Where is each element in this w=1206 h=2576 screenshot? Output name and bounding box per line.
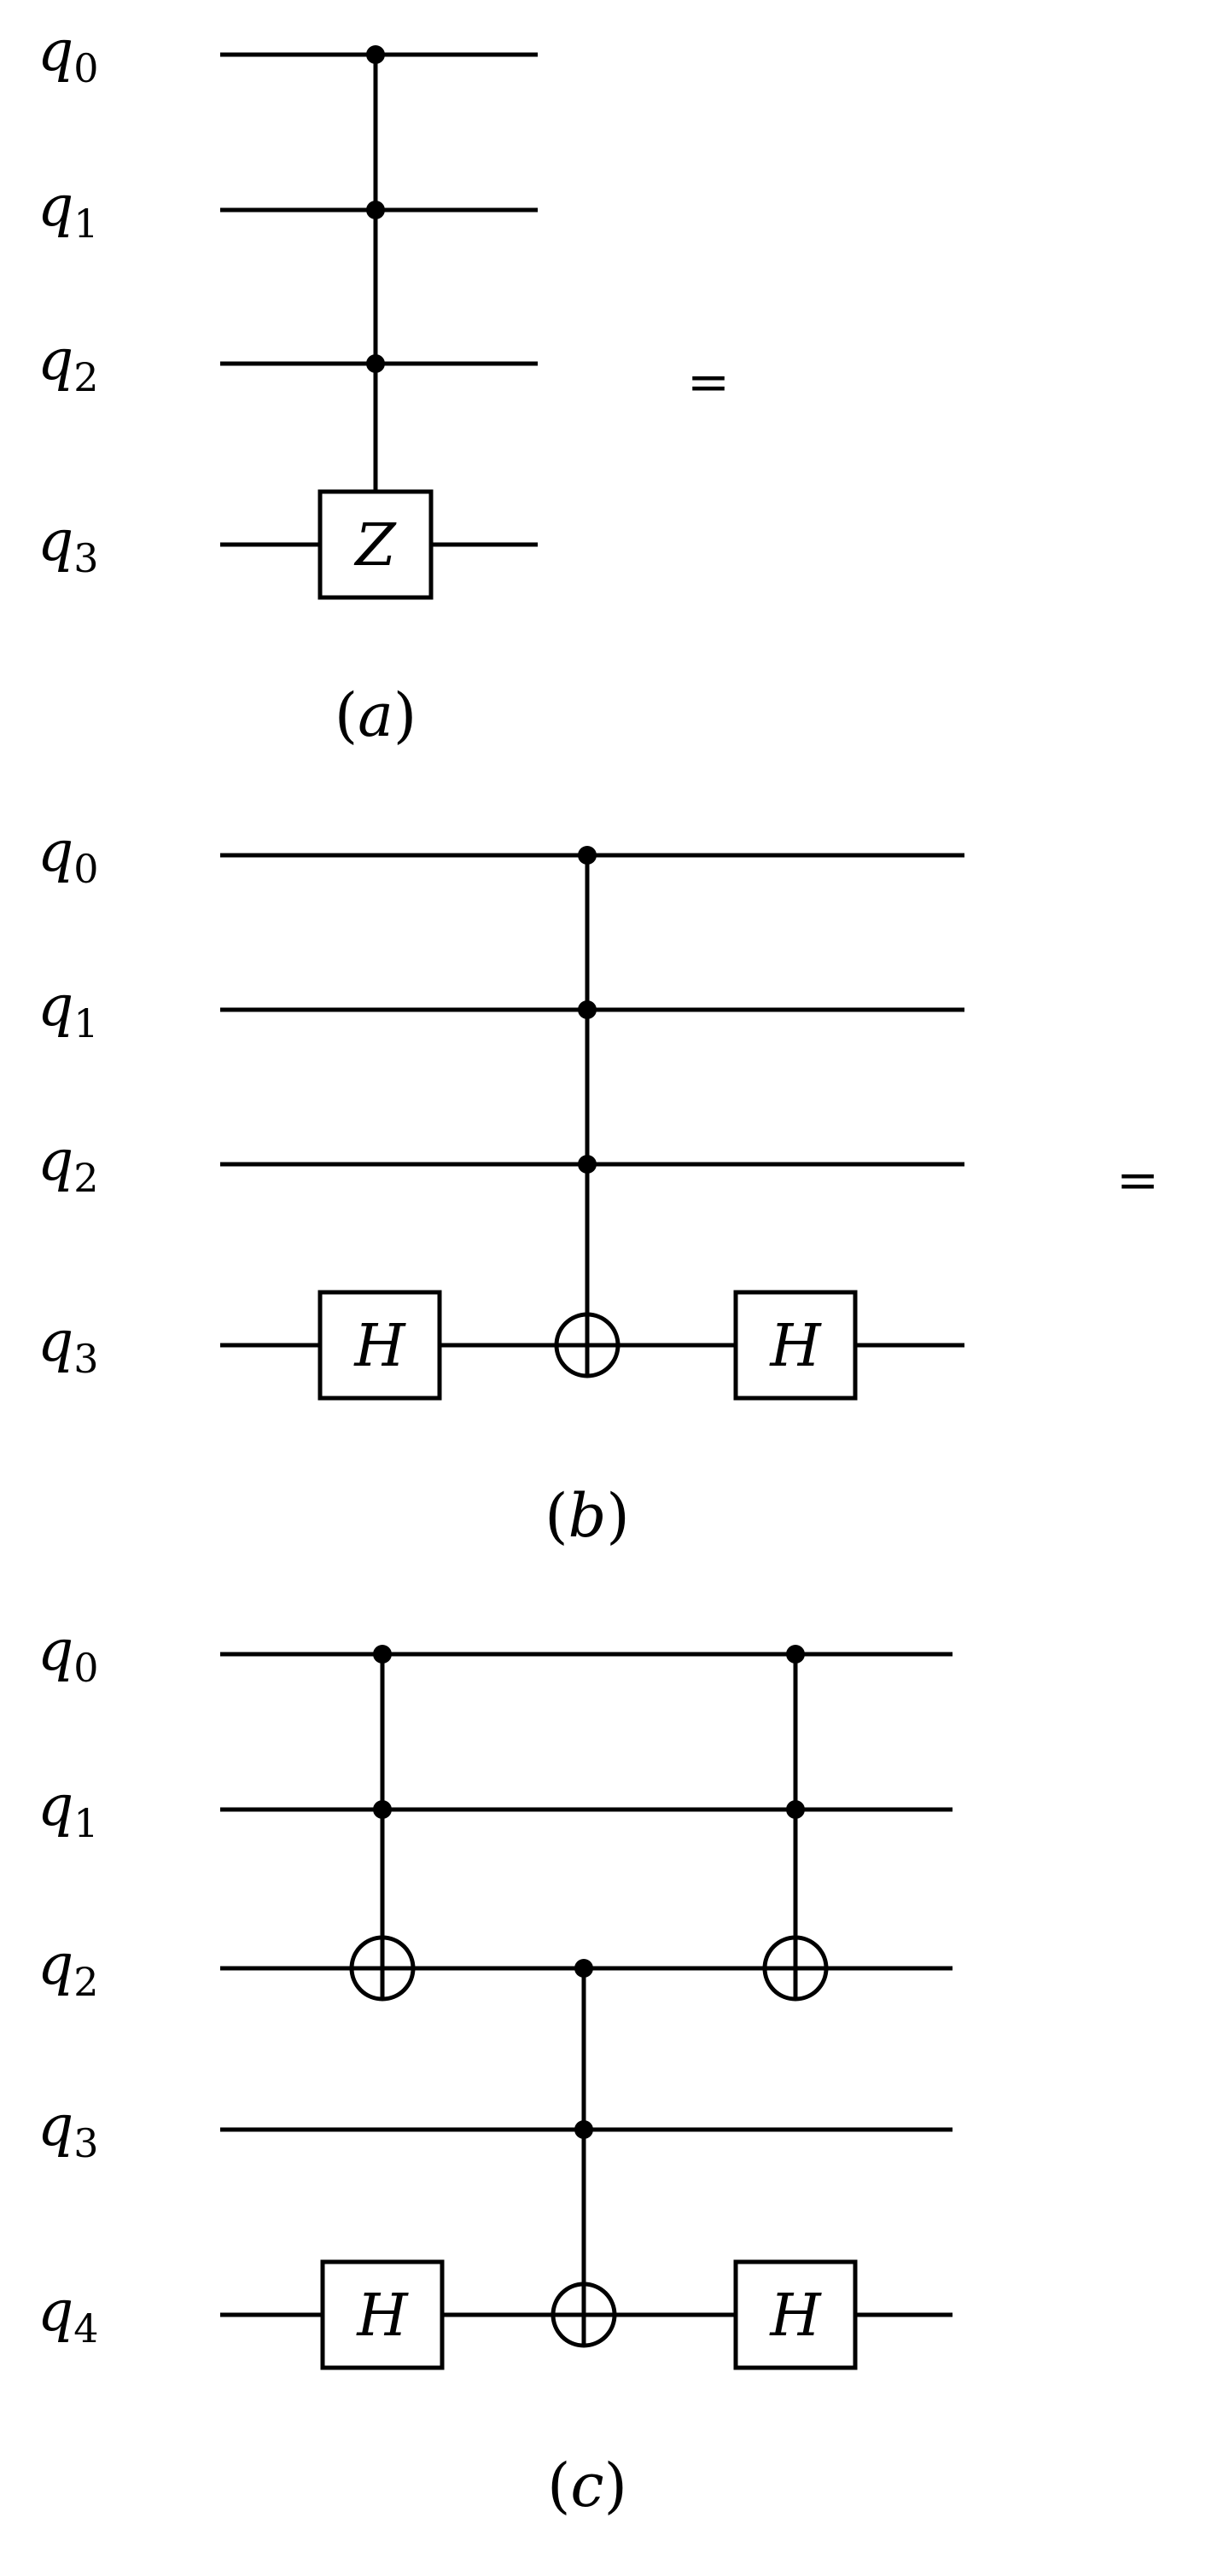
qubit-label-a-1: q1 (38, 173, 99, 247)
caption-a: (a) (335, 680, 417, 750)
qubit-label-b-0: q0 (38, 819, 99, 892)
control-dot-b-1-0 (578, 846, 597, 865)
qubit-label-c-3: q3 (38, 2093, 99, 2166)
circuit-panel-b: q0 q1 q2 q3 H H (b) = (38, 819, 1159, 1551)
control-dot-c-3-1 (786, 1800, 805, 1819)
qubit-label-c-1: q1 (38, 1773, 99, 1846)
control-dot-b-1-2 (578, 1155, 597, 1174)
control-dot-c-1-0 (373, 1645, 392, 1664)
gate-box-h-c-0 (320, 2259, 445, 2370)
control-dot-a-0-2 (366, 354, 385, 373)
qubit-label-b-3: q3 (38, 1308, 99, 1382)
control-dot-a-0-0 (366, 45, 385, 64)
caption-b: (b) (545, 1481, 629, 1551)
gate-box-z-a-0 (318, 489, 434, 600)
control-dot-c-2-2 (574, 1959, 593, 1978)
qubit-label-c-4: q4 (38, 2278, 99, 2352)
gate-label-h-b-2: H (768, 1313, 822, 1380)
equals-sign-a: = (687, 353, 730, 412)
qubit-label-b-2: q2 (38, 1128, 99, 1201)
gate-label-h-b-0: H (352, 1313, 406, 1380)
qubit-label-c-0: q0 (38, 1617, 99, 1691)
gate-label-h-c-0: H (355, 2282, 409, 2350)
qubit-label-a-2: q2 (38, 327, 99, 400)
circuit-panel-a: q0 q1 q2 q3 Z (a) = (38, 18, 730, 750)
qubit-label-b-1: q1 (38, 973, 99, 1046)
gate-box-h-b-0 (318, 1290, 442, 1401)
qubit-label-a-0: q0 (38, 18, 99, 91)
caption-c: (c) (547, 2451, 627, 2521)
qubit-label-a-3: q3 (38, 508, 99, 581)
control-dot-c-3-0 (786, 1645, 805, 1664)
gate-label-h-c-4: H (768, 2282, 822, 2350)
control-dot-c-2-3 (574, 2120, 593, 2139)
gate-box-h-c-4 (733, 2259, 858, 2370)
qubit-label-c-2: q2 (38, 1932, 99, 2005)
control-dot-b-1-1 (578, 1000, 597, 1019)
gate-label-z-a-0: Z (353, 512, 397, 580)
circuit-panel-c: q0 q1 q2 q3 q4 H H (c) (38, 1617, 953, 2521)
control-dot-a-0-1 (366, 201, 385, 219)
gate-box-h-b-2 (733, 1290, 858, 1401)
equals-sign-b: = (1116, 1151, 1159, 1210)
control-dot-c-1-1 (373, 1800, 392, 1819)
